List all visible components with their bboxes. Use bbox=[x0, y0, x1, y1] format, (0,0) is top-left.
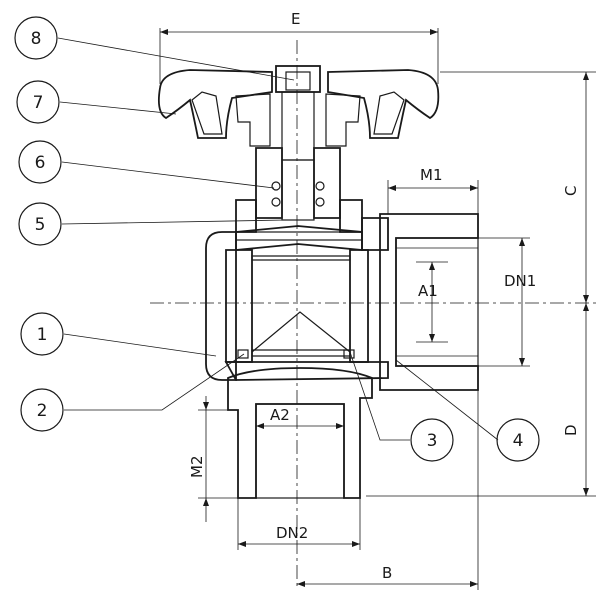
ball-and-seats-part-2-3 bbox=[235, 249, 369, 363]
dim-label-dn1: DN1 bbox=[504, 272, 536, 290]
dim-label-b: B bbox=[382, 564, 392, 582]
dim-label-a2: A2 bbox=[270, 406, 290, 424]
callout-balloon-2 bbox=[20, 388, 64, 432]
dim-label-d: D bbox=[562, 424, 580, 436]
callout-label-4: 4 bbox=[513, 431, 524, 451]
dim-label-e: E bbox=[291, 10, 300, 28]
callout-balloon-8 bbox=[14, 16, 58, 60]
dim-label-m2: M2 bbox=[188, 456, 206, 479]
dimension-lines bbox=[159, 28, 596, 590]
dim-label-dn2: DN2 bbox=[276, 524, 308, 542]
right-connector-part-4 bbox=[379, 213, 479, 391]
dim-label-c: C bbox=[562, 186, 580, 196]
callout-balloon-3 bbox=[410, 418, 454, 462]
stem-screw-part-8 bbox=[275, 65, 321, 161]
callout-balloon-7 bbox=[16, 80, 60, 124]
handle-part-7 bbox=[157, 69, 440, 147]
callout-balloon-1 bbox=[20, 312, 64, 356]
callouts: 8 7 6 5 1 2 3 4 bbox=[14, 16, 540, 462]
callout-label-6: 6 bbox=[35, 153, 46, 173]
callout-balloon-5 bbox=[18, 202, 62, 246]
callout-balloon-4 bbox=[496, 418, 540, 462]
callout-balloon-6 bbox=[18, 140, 62, 184]
callout-label-2: 2 bbox=[37, 401, 48, 421]
callout-label-7: 7 bbox=[33, 93, 44, 113]
callout-label-1: 1 bbox=[37, 325, 48, 345]
o-rings bbox=[271, 181, 325, 207]
center-lines bbox=[150, 40, 598, 590]
callout-label-3: 3 bbox=[427, 431, 438, 451]
dimension-labels: E M1 A1 DN1 C D A2 M2 DN2 B bbox=[188, 10, 580, 582]
callout-label-8: 8 bbox=[31, 29, 42, 49]
dim-label-m1: M1 bbox=[420, 166, 443, 184]
bottom-outlet bbox=[227, 367, 373, 499]
callout-label-5: 5 bbox=[35, 215, 46, 235]
dim-label-a1: A1 bbox=[418, 282, 438, 300]
